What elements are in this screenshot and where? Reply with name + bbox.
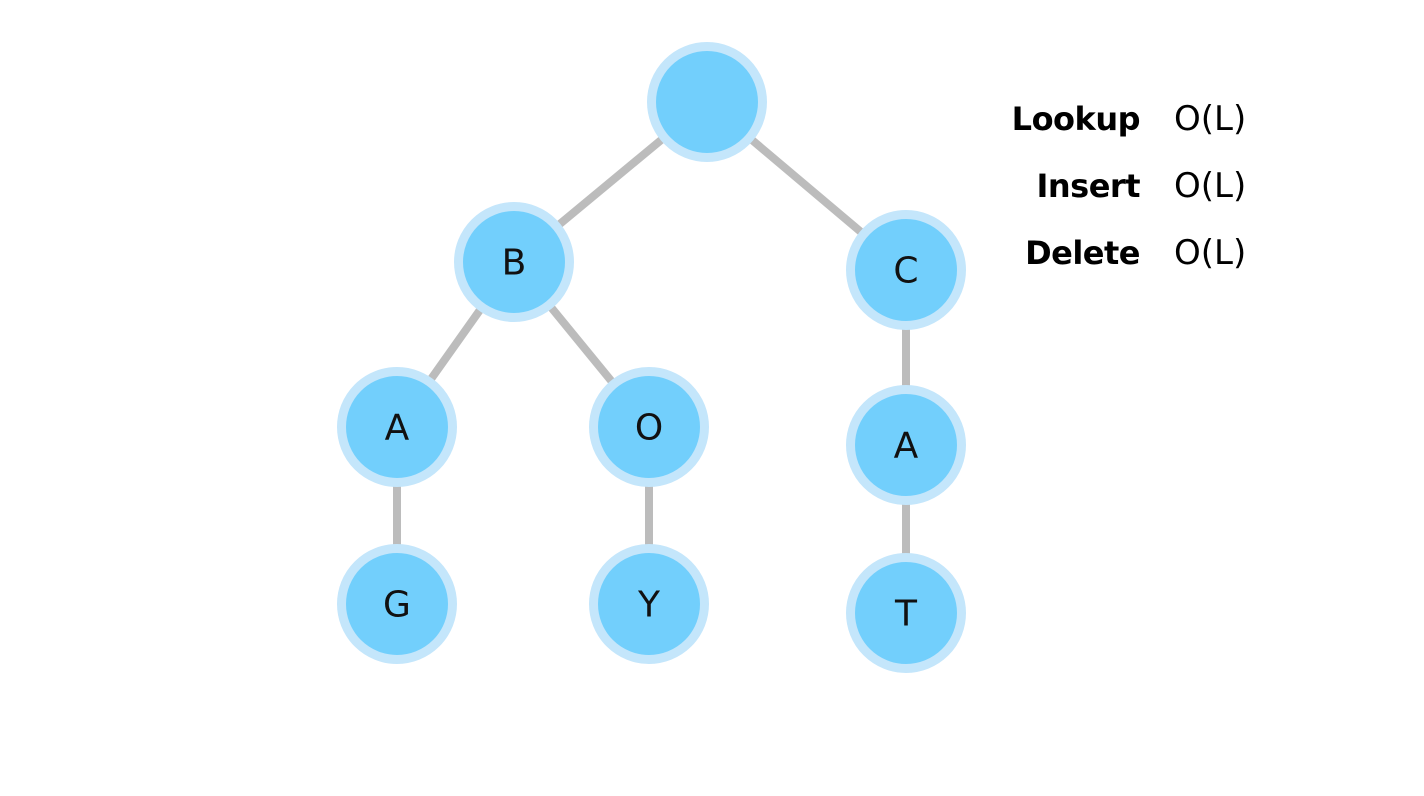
node-circle [337,544,457,664]
trie-node-c: C [846,210,966,330]
op-complexity-insert: O(L) [1174,166,1247,206]
trie-node-bo: O [589,367,709,487]
op-name-insert: Insert [1036,167,1140,205]
node-circle [846,553,966,673]
complexity-table: Lookup O(L) Insert O(L) Delete O(L) [980,95,1264,277]
node-circle [454,202,574,322]
node-circle [846,210,966,330]
node-circle [589,544,709,664]
node-circle [589,367,709,487]
trie-node-ba: A [337,367,457,487]
trie-edges [393,98,910,613]
trie-node-b: B [454,202,574,322]
node-label: T [894,594,918,635]
node-circle [337,367,457,487]
node-label: G [383,585,411,626]
node-label: A [385,408,410,449]
trie-node-cat: T [846,553,966,673]
trie-node-root [647,42,767,162]
node-circle [846,385,966,505]
node-label: C [893,251,918,292]
op-complexity-lookup: O(L) [1174,99,1247,139]
op-name-delete: Delete [1025,234,1140,272]
node-label: B [502,243,527,284]
trie-node-ca: A [846,385,966,505]
op-complexity-delete: O(L) [1174,233,1247,273]
node-label: A [894,426,919,467]
node-circle [647,42,767,162]
trie-node-bag: G [337,544,457,664]
trie-nodes: B C A O A G Y T [337,42,966,673]
op-name-lookup: Lookup [1011,100,1141,138]
node-label: O [635,408,663,449]
trie-node-boy: Y [589,544,709,664]
node-label: Y [637,585,661,626]
